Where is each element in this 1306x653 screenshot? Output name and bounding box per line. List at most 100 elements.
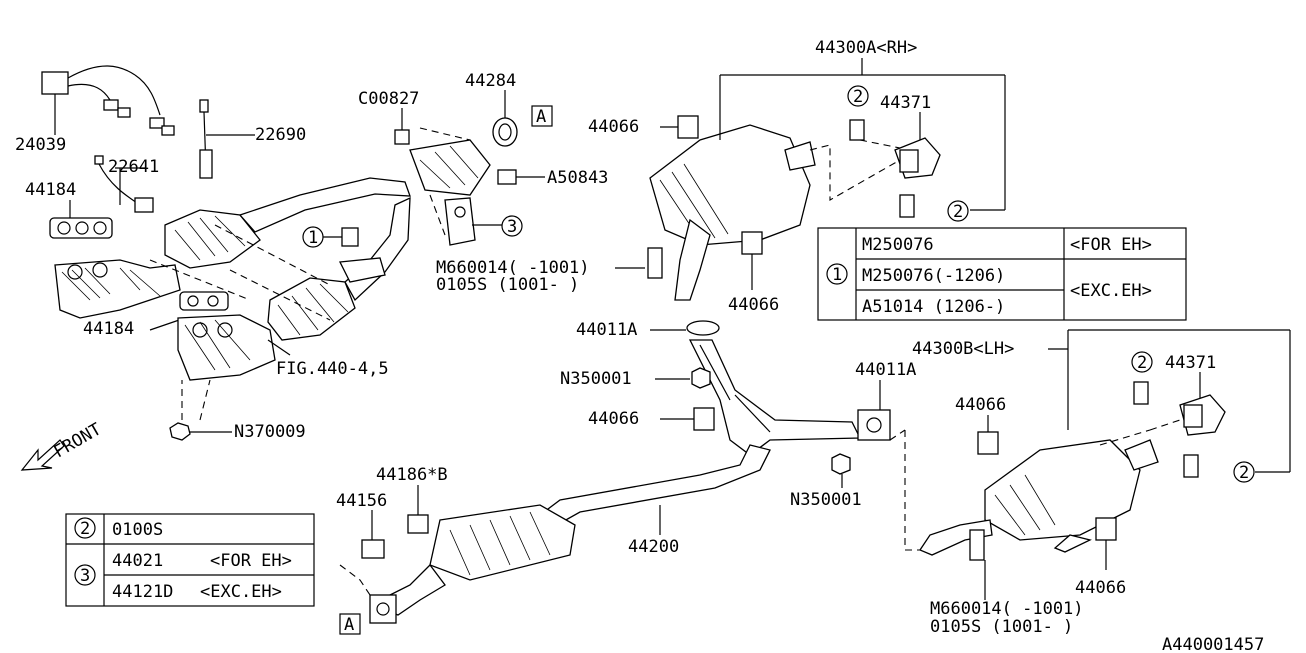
label-fig440: FIG.440-4,5 [276, 359, 389, 379]
gasket-44011a-right [857, 409, 891, 441]
label-44371-top: 44371 [880, 93, 931, 113]
label-0105s-bottom: 0105S (1001- ) [930, 617, 1073, 637]
table-right-key-1: 1 [832, 265, 842, 285]
o2-sensor-harness-24039 [41, 65, 175, 136]
bolt-2-right [1133, 381, 1149, 405]
nut-n350001-b [831, 453, 851, 475]
bolt-2-top [849, 119, 865, 141]
label-0105s-top: 0105S (1001- ) [436, 275, 579, 295]
table-left-note-for-eh: <FOR EH> [210, 551, 292, 571]
bolt-a50843 [497, 169, 545, 185]
legend-table-right: 1 M250076 <FOR EH> M250076(-1206) <EXC.E… [817, 227, 1187, 321]
callout-1: 1 [308, 228, 318, 248]
callout-3: 3 [507, 217, 517, 237]
ref-box-a-bottom [339, 613, 361, 635]
hanger-44186b [407, 514, 429, 534]
label-n370009: N370009 [234, 422, 306, 442]
callout-2-bottom-circle [1233, 461, 1255, 483]
bolt-1 [341, 227, 359, 247]
cat-flange-c00827 [394, 129, 491, 196]
rh-muffler-44300a [649, 74, 1006, 301]
label-a50843: A50843 [547, 168, 608, 188]
o2-sensor-22690 [199, 99, 255, 179]
label-44300b: 44300B<LH> [912, 339, 1014, 359]
bracket-part-3 [444, 197, 502, 246]
table-left-note-exc-eh: <EXC.EH> [200, 582, 282, 602]
label-22690: 22690 [255, 125, 306, 145]
label-22641: 22641 [108, 157, 159, 177]
o2-sensor-22641 [94, 155, 154, 213]
gasket-44011a-left [686, 320, 720, 336]
ref-a-top: A [536, 107, 546, 127]
nut-n370009 [169, 379, 232, 441]
ref-a-bottom: A [344, 615, 354, 635]
bolt-2-top-lower [899, 194, 915, 218]
tail-pipe-44371-top [894, 137, 941, 179]
callout-2-bottom: 2 [1239, 463, 1249, 483]
bolt-m660014-top [647, 247, 663, 279]
lh-muffler-44300b [919, 329, 1291, 556]
table-right-part-row3: A51014 (1206-) [862, 297, 1005, 317]
catalytic-converter-rear [267, 196, 411, 341]
callout-2-mid-circle [947, 200, 969, 222]
table-left-part-44021: 44021 [112, 551, 163, 571]
catalytic-converter-front [164, 177, 411, 269]
table-right-note-exc-eh: <EXC.EH> [1070, 281, 1152, 301]
label-44371-bottom: 44371 [1165, 353, 1216, 373]
gasket-44184-top [49, 217, 113, 239]
label-m660014-bottom: M660014( -1001) [930, 599, 1084, 619]
diagram-id: A440001457 [1162, 635, 1264, 653]
exhaust-manifold-left [54, 259, 181, 319]
hanger-44066-c [693, 407, 715, 431]
label-n350001-a: N350001 [560, 369, 632, 389]
center-pipe-44200 [369, 444, 771, 624]
y-pipe [686, 320, 891, 456]
table-left-part-44121d: 44121D [112, 582, 173, 602]
label-44066-a: 44066 [588, 117, 639, 137]
bolt-2-right-lower [1183, 454, 1199, 478]
label-44156: 44156 [336, 491, 387, 511]
ref-box-a-top [531, 105, 553, 127]
hanger-44066-d [977, 431, 999, 455]
table-left-key-3: 3 [80, 566, 90, 586]
callout-3-circle [501, 215, 523, 237]
label-n350001-b: N350001 [790, 490, 862, 510]
label-44066-c: 44066 [588, 409, 639, 429]
gasket-44184-bottom [179, 291, 229, 311]
callout-2-right: 2 [1137, 353, 1147, 373]
callout-2-mid: 2 [953, 202, 963, 222]
callout-2-top-circle [847, 85, 869, 107]
label-44066-e: 44066 [1075, 578, 1126, 598]
label-44184-top: 44184 [25, 180, 76, 200]
front-arrow [20, 439, 65, 471]
exhaust-manifold-right [177, 314, 276, 381]
callout-2-right-circle [1131, 351, 1153, 373]
label-44066-d: 44066 [955, 395, 1006, 415]
label-24039: 24039 [15, 135, 66, 155]
table-right-part-row1: M250076 [862, 235, 934, 255]
legend-table-left: 2 0100S 3 44021 <FOR EH> 44121D <EXC.EH> [65, 513, 315, 607]
label-44186b: 44186*B [376, 465, 448, 485]
hanger-44066-b [741, 231, 763, 255]
hanger-44066-a [677, 115, 699, 139]
label-44284: 44284 [465, 71, 516, 91]
damper-44156 [361, 539, 385, 559]
table-left-part-0100s: 0100S [112, 520, 163, 540]
ring-gasket-44284 [492, 117, 518, 147]
label-44011a-right: 44011A [855, 360, 916, 380]
label-44200: 44200 [628, 537, 679, 557]
tail-pipe-44371-bottom [1179, 394, 1226, 436]
label-c00827: C00827 [358, 89, 419, 109]
callout-2-top: 2 [853, 87, 863, 107]
bolt-m660014-bottom [969, 529, 985, 561]
label-44300a: 44300A<RH> [815, 38, 917, 58]
table-right-part-row2: M250076(-1206) [862, 266, 1005, 286]
nut-n350001-a [691, 367, 711, 389]
label-front: FRONT [51, 419, 105, 462]
label-44184-bottom: 44184 [83, 319, 134, 339]
label-m660014-top: M660014( -1001) [436, 258, 590, 278]
table-left-key-2: 2 [80, 519, 90, 539]
label-44066-b: 44066 [728, 295, 779, 315]
hanger-44066-e [1095, 517, 1117, 541]
